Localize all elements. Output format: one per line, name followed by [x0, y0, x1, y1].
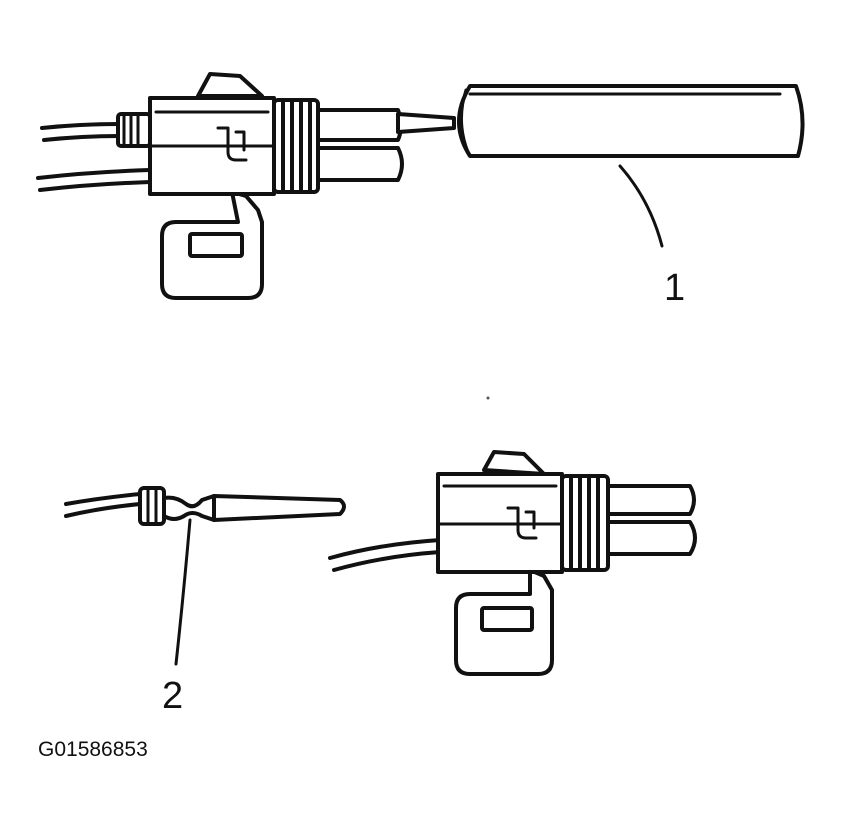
top-connector-nose	[316, 108, 404, 182]
top-latch-tab	[196, 72, 264, 98]
callout-1-leader	[618, 164, 664, 248]
callout-2-label: 2	[162, 675, 183, 717]
bottom-connector-body	[436, 472, 564, 574]
top-connector-body	[148, 96, 276, 196]
top-connector-assembly: 1	[36, 72, 805, 309]
speck	[486, 396, 490, 400]
terminal-removal-tool	[396, 84, 805, 158]
bottom-connector-nose	[606, 484, 697, 556]
top-wires	[36, 122, 152, 192]
top-wire-seal	[116, 112, 152, 148]
bottom-mounting-bracket	[454, 568, 554, 676]
top-mounting-bracket	[160, 190, 264, 300]
removed-terminal-seal	[138, 486, 166, 526]
bottom-wire	[328, 538, 442, 560]
top-seal-rings	[272, 98, 320, 194]
bottom-connector-assembly	[328, 450, 697, 676]
bottom-seal-rings	[560, 474, 610, 572]
figure-code: G01586853	[38, 738, 148, 761]
removed-terminal-pin	[212, 494, 346, 522]
bottom-latch-tab	[482, 450, 546, 476]
callout-1-label: 1	[664, 267, 685, 309]
callout-2-leader	[174, 518, 192, 666]
removed-terminal-crimp	[162, 494, 216, 522]
removed-terminal-wire	[64, 502, 142, 518]
removed-terminal-assembly: 2	[64, 486, 346, 717]
